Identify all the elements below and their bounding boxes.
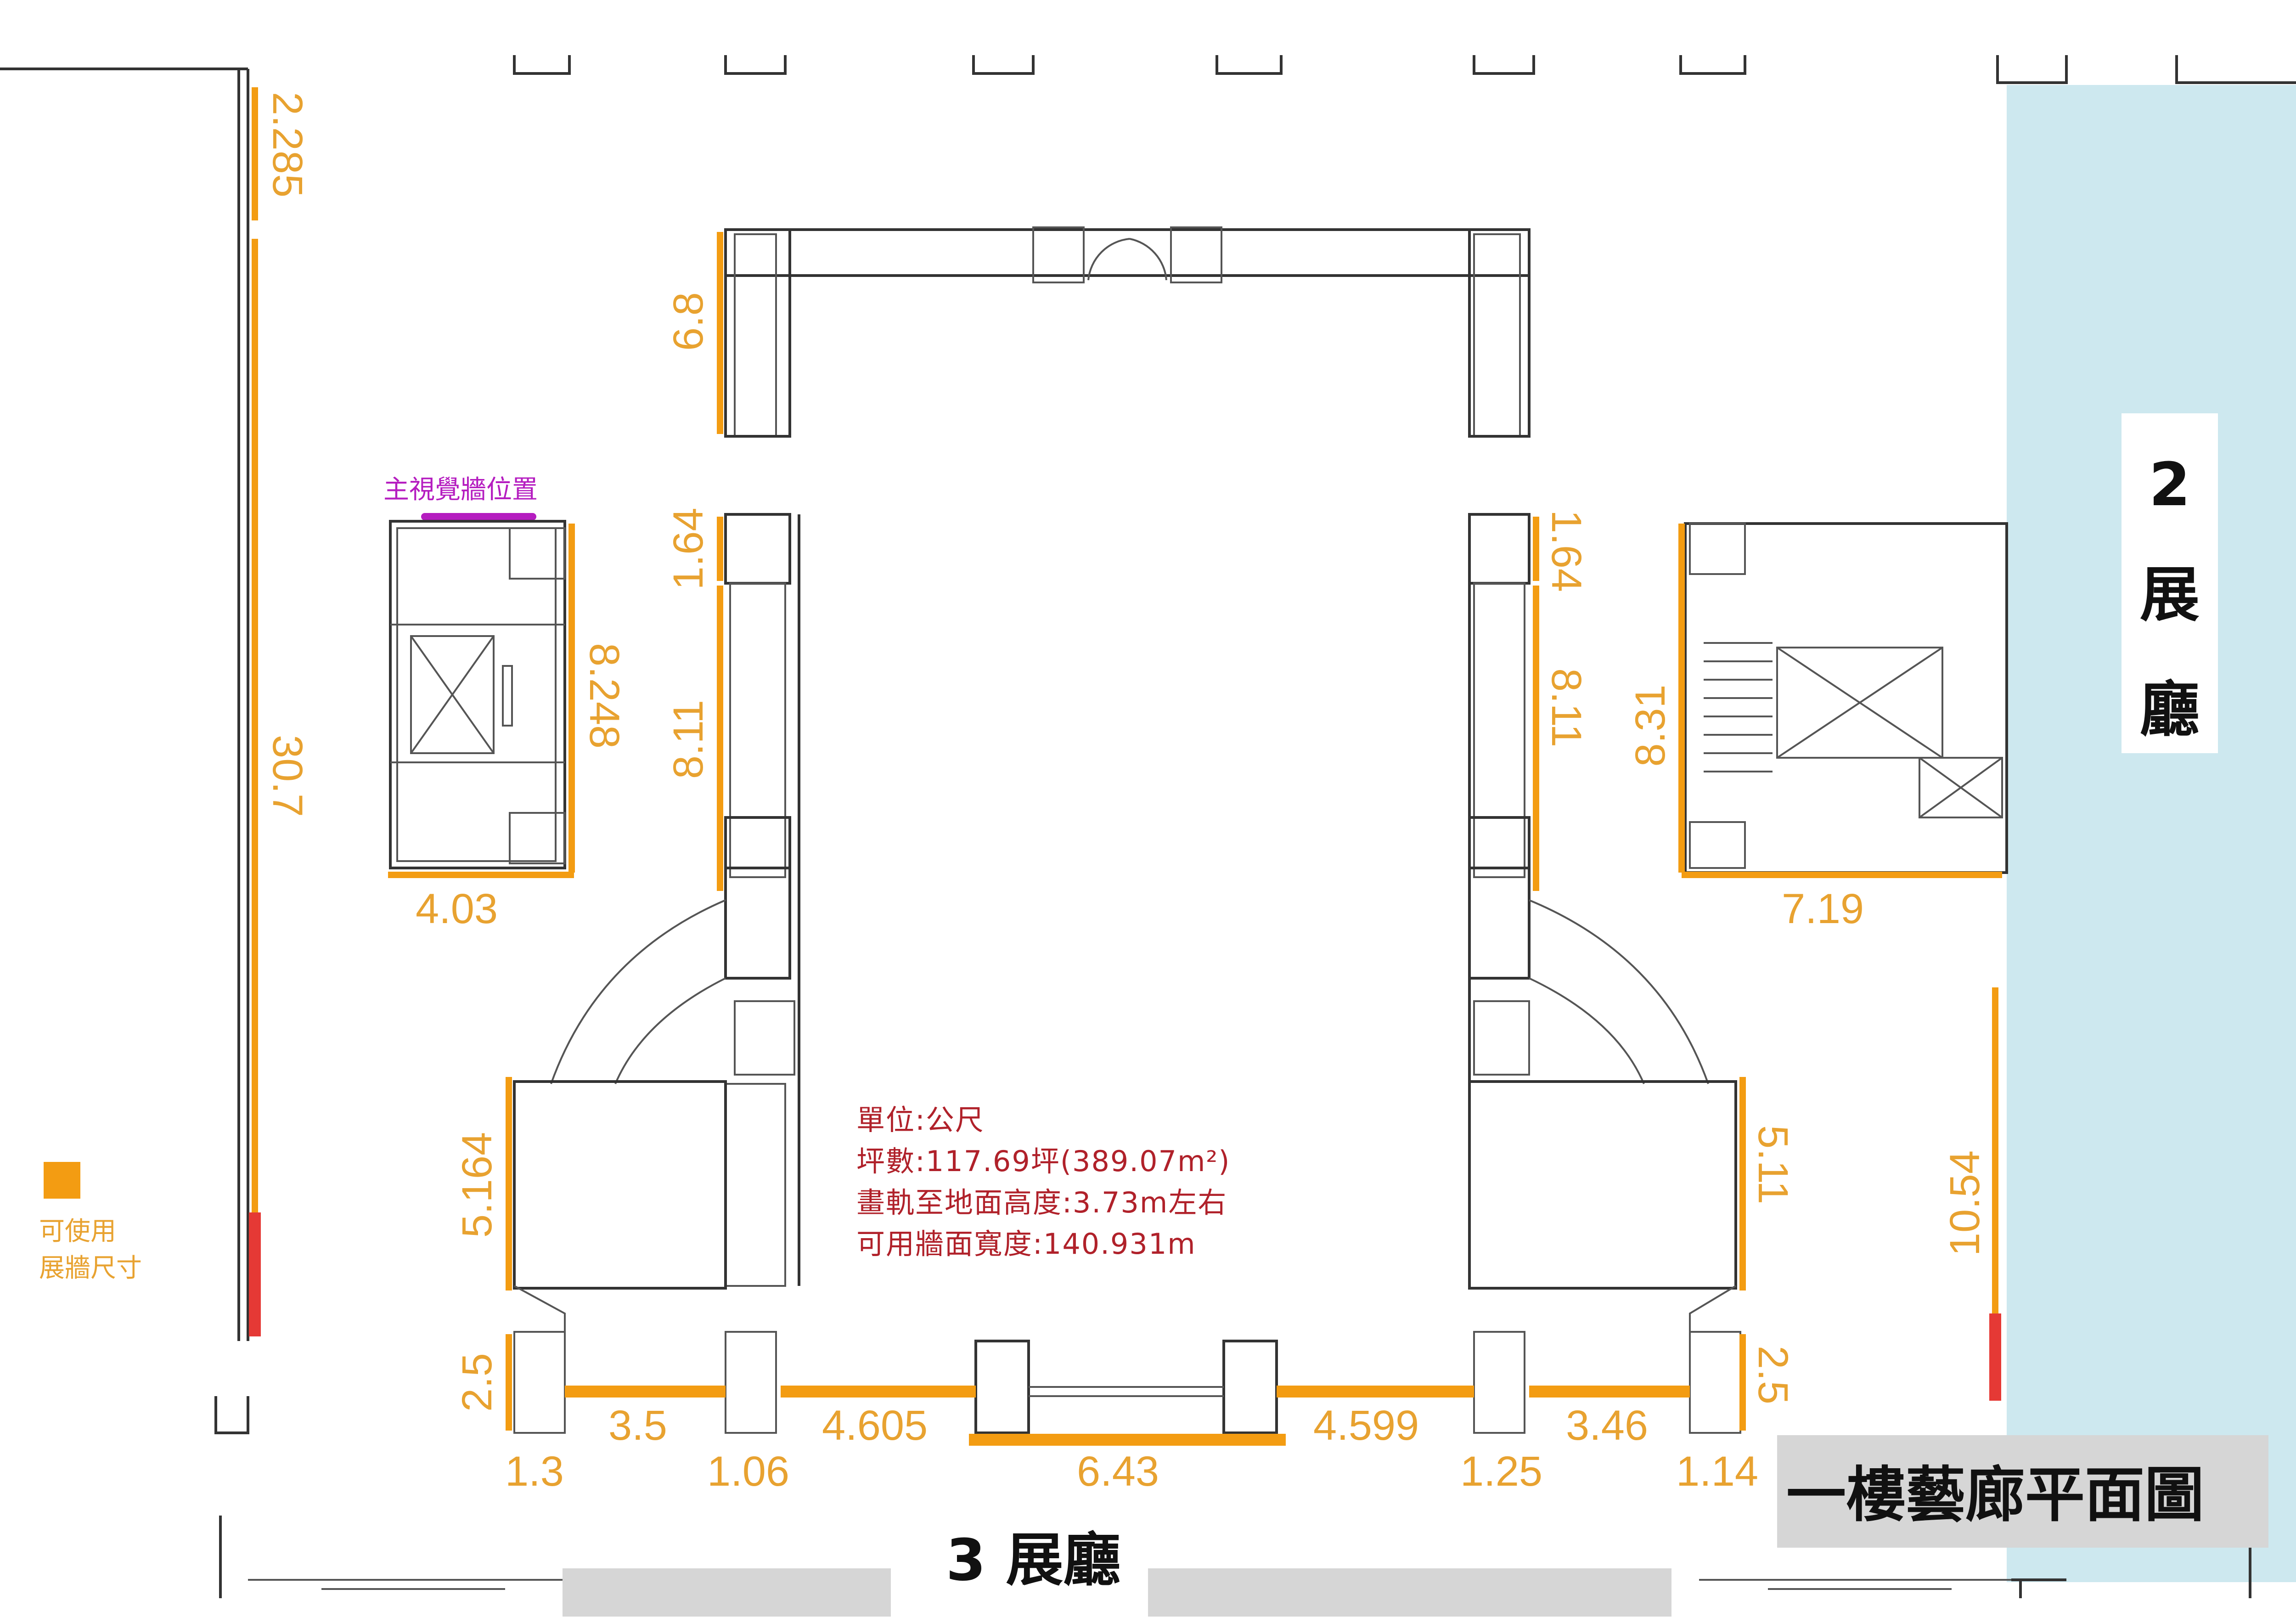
dim-b-1-3: 1.3: [505, 1448, 564, 1495]
dim-b-4-599: 4.599: [1313, 1402, 1419, 1449]
bottom-outer-wall: [214, 1396, 2251, 1617]
dim-bottom-right-25: 2.5: [1750, 1346, 1796, 1404]
dim-bottom-left-25: 2.5: [454, 1353, 501, 1412]
elevator-block: [389, 520, 566, 869]
note-area: 坪數:117.69坪(389.07m²): [856, 1144, 1230, 1178]
top-wall: [0, 55, 2296, 84]
dim-b-1-25: 1.25: [1460, 1448, 1542, 1495]
dim-center-right-inner: 8.11: [1543, 668, 1590, 747]
dim-b-1-14: 1.14: [1676, 1448, 1758, 1495]
plan-title-box: [1777, 1435, 2268, 1548]
dim-elevator-right: 8.248: [581, 643, 628, 749]
left-outer-wall: [237, 69, 249, 1341]
dim-center-left-top: 6.8: [665, 292, 712, 351]
legend-line-1: 可使用: [39, 1217, 116, 1246]
dim-right-room: 5.11: [1750, 1125, 1796, 1204]
dim-b-3-46: 3.46: [1566, 1402, 1648, 1449]
note-rail-height: 畫軌至地面高度:3.73m左右: [856, 1186, 1227, 1219]
dim-left-room: 5.164: [454, 1132, 501, 1238]
dim-b-4-605: 4.605: [822, 1402, 928, 1449]
hall-2-area: [2007, 85, 2296, 1582]
hall-2-number: 2: [2149, 450, 2190, 519]
hall-2-label-box: [2122, 413, 2218, 753]
plan-title: 一樓藝廊平面圖: [1786, 1460, 2204, 1530]
right-room: [1468, 1080, 1741, 1434]
right-stair-block: [1684, 522, 2008, 874]
dim-right-far: 10.54: [1941, 1150, 1988, 1256]
hall-3-label: 3 展廳: [946, 1527, 1121, 1594]
legend-swatch: [44, 1162, 80, 1199]
notes: 單位:公尺 坪數:117.69坪(389.07m²) 畫軌至地面高度:3.73m…: [856, 1103, 1230, 1261]
hall-2-char-2: 廳: [2140, 675, 2200, 744]
hall-2-char-1: 展: [2140, 560, 2200, 630]
dim-left-top: 2.285: [264, 92, 311, 197]
dim-stair-bottom: 7.19: [1782, 885, 1864, 932]
dim-b-3-5: 3.5: [608, 1402, 667, 1449]
note-unit: 單位:公尺: [856, 1103, 985, 1137]
bottom-pillars: [974, 1340, 1278, 1434]
curved-stairs: [550, 899, 1709, 1084]
dim-center-left-pillar: 1.64: [665, 507, 712, 590]
note-usable-width: 可用牆面寬度:140.931m: [856, 1227, 1196, 1261]
dim-elevator-bottom: 4.03: [416, 885, 498, 932]
dim-b-6-43: 6.43: [1077, 1448, 1159, 1495]
main-visual-wall-label: 主視覺牆位置: [383, 475, 538, 505]
left-room: [513, 1080, 777, 1434]
dim-b-1-06: 1.06: [707, 1448, 789, 1495]
central-gallery: [724, 226, 1531, 1287]
dim-left-long: 30.7: [264, 735, 311, 817]
dim-center-left-inner: 8.11: [665, 700, 712, 779]
dim-center-right-pillar: 1.64: [1543, 510, 1590, 592]
legend-line-2: 展牆尺寸: [39, 1253, 142, 1283]
dim-stair-left: 8.31: [1627, 684, 1674, 766]
